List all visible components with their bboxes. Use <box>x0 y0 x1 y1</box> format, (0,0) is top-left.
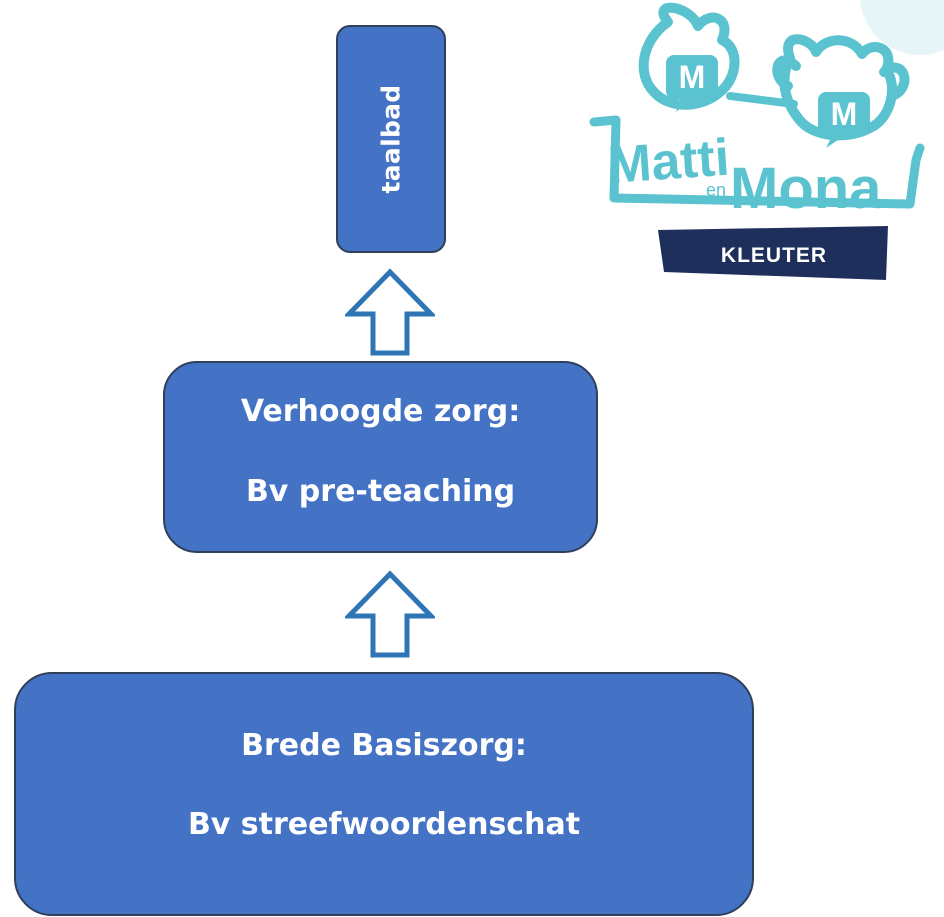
speech-letter-1: M <box>679 59 706 95</box>
verhoogde-zorg-box: Verhoogde zorg: Bv pre-teaching <box>163 361 598 553</box>
verhoogde-zorg-example: Bv pre-teaching <box>245 474 516 509</box>
name-frame <box>589 115 925 209</box>
brede-basiszorg-box: Brede Basiszorg: Bv streefwoordenschat <box>14 672 754 916</box>
brede-basiszorg-example: Bv streefwoordenschat <box>187 807 581 842</box>
corner-decoration <box>860 0 944 55</box>
taalbad-label: taalbad <box>376 84 406 194</box>
verhoogde-zorg-title: Verhoogde zorg: <box>240 394 521 429</box>
up-arrow-icon <box>345 570 435 658</box>
logo-name-matti: Matti <box>606 129 731 195</box>
mona-head-icon: M <box>772 34 910 148</box>
logo-name-mona: Mona <box>730 156 882 221</box>
up-arrow-icon <box>345 268 435 356</box>
taalbad-box: taalbad <box>336 25 446 253</box>
kleuter-badge <box>658 226 888 280</box>
speech-letter-2: M <box>831 96 858 132</box>
brede-basiszorg-title: Brede Basiszorg: <box>241 728 527 763</box>
matti-head-icon: M <box>638 2 740 112</box>
heads-connector <box>726 92 798 108</box>
kleuter-badge-label: KLEUTER <box>721 244 827 267</box>
matti-en-mona-logo: M M Matti en Mona KLEUTER <box>589 0 944 280</box>
logo-connector-en: en <box>706 180 726 200</box>
